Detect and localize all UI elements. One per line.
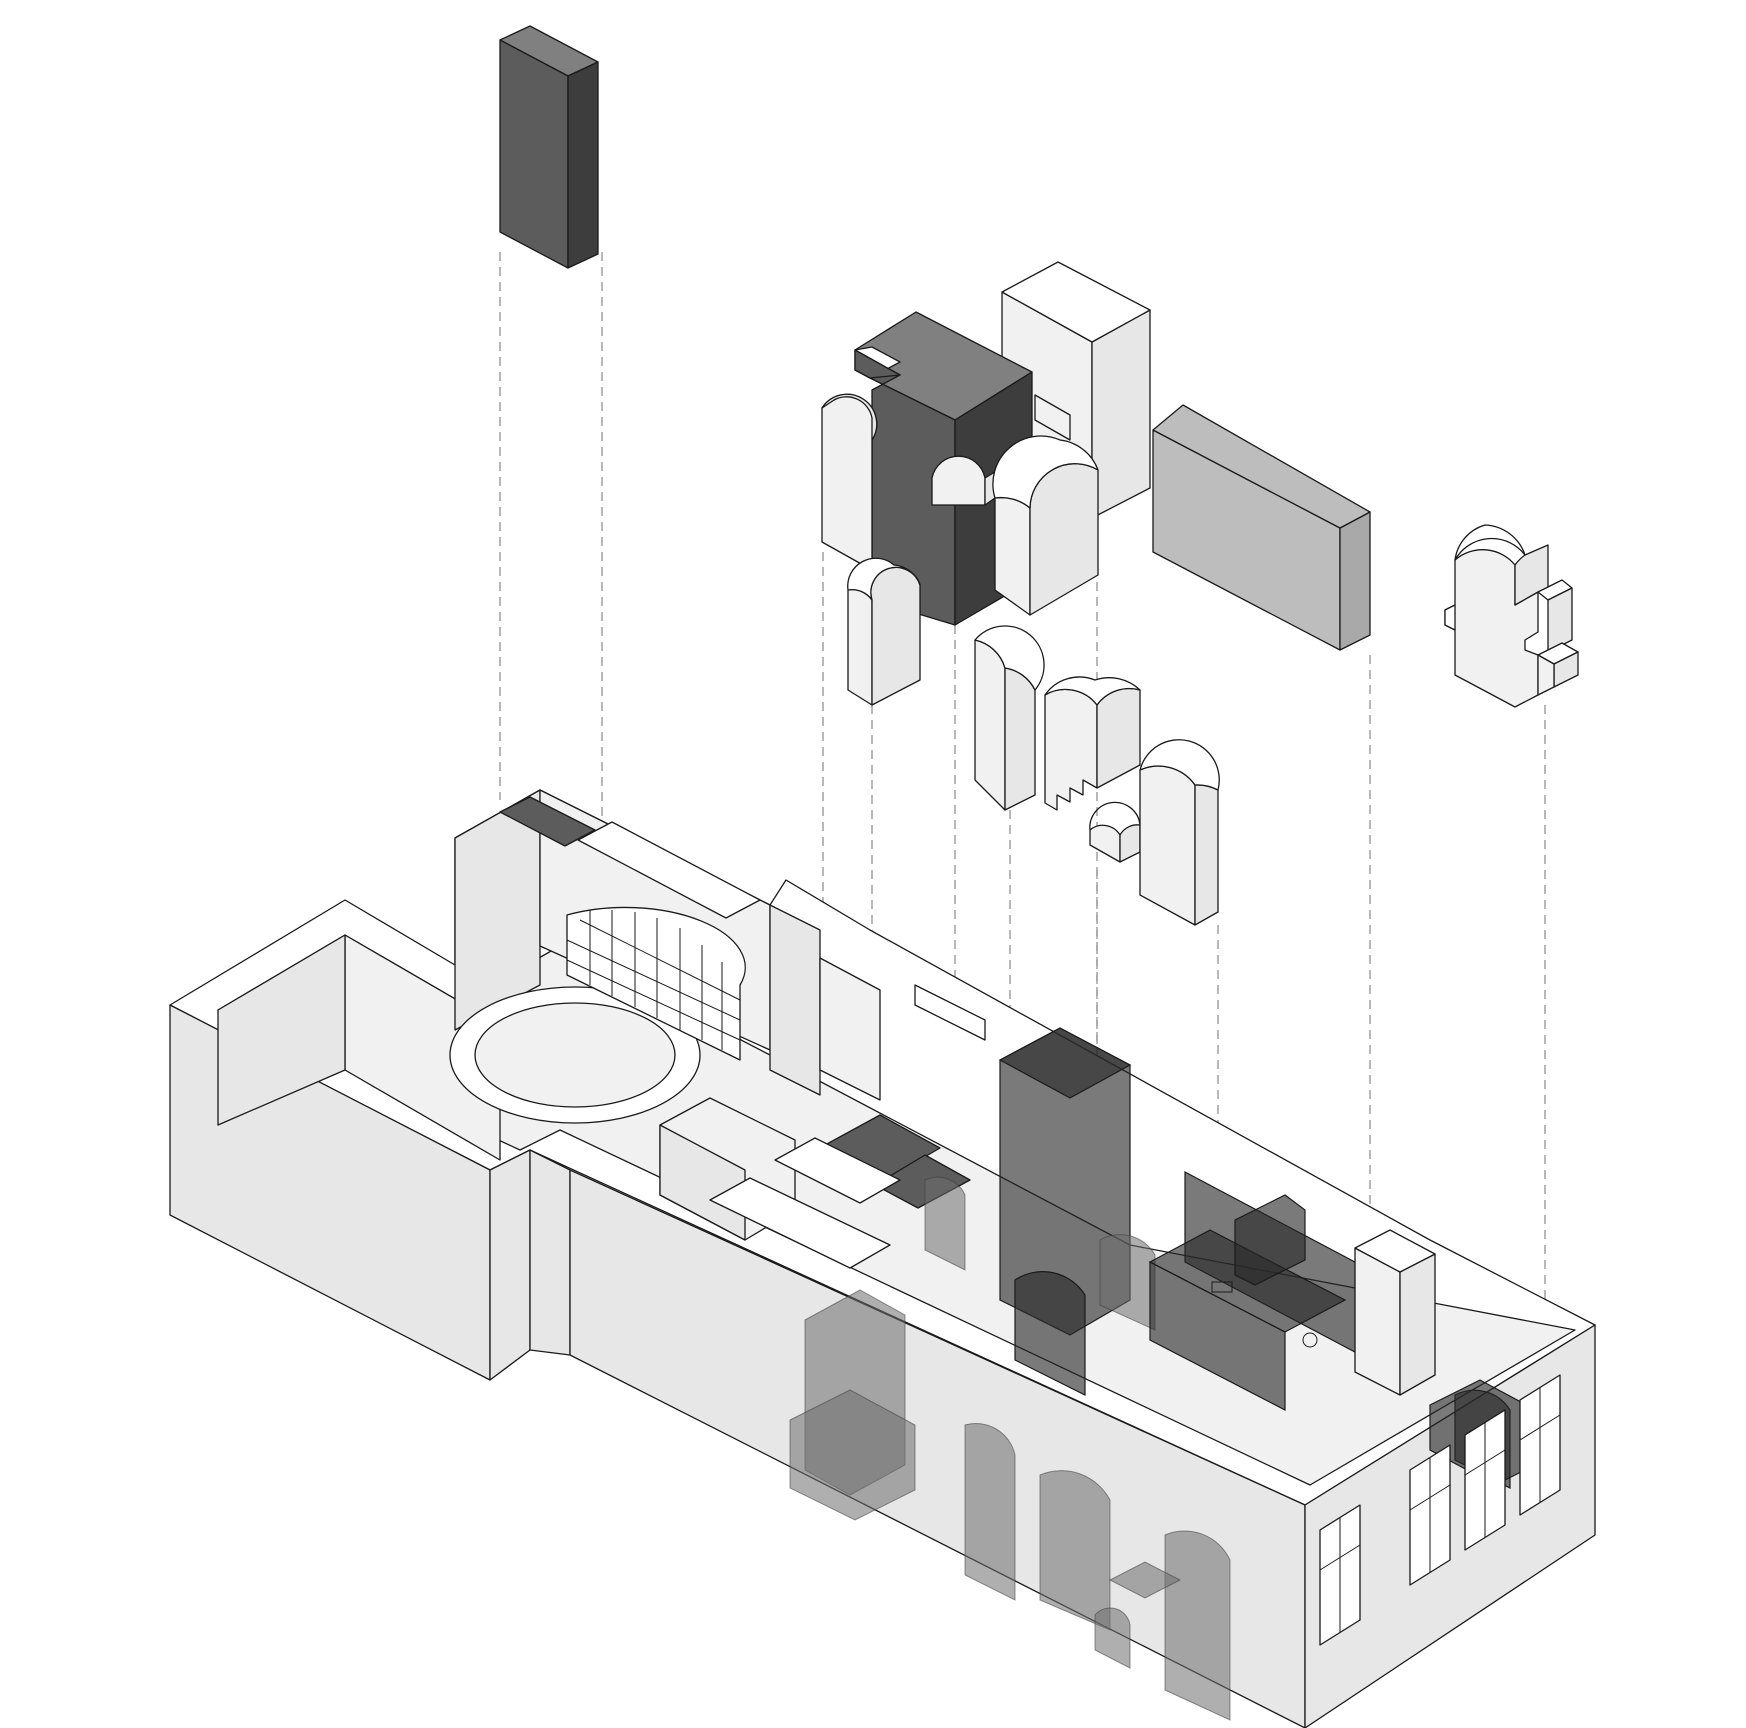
foyer-floor [474, 1002, 676, 1108]
window-mullions [1319, 1388, 1561, 1633]
arch-panel-narrow-top [974, 625, 1045, 691]
plan-wardrobe-ghost-top [998, 1027, 1132, 1099]
plan-wardrobe-top-b [874, 1154, 971, 1209]
arch-panel-small-left-side [870, 566, 921, 706]
arch-panel-tall [1139, 765, 1196, 926]
arched-window [566, 906, 746, 1061]
plan-arched-doorway [1014, 1271, 1086, 1396]
arch-panel-narrow-side [1004, 667, 1036, 811]
grey-block-side [1339, 511, 1371, 651]
column-right-face [567, 61, 599, 269]
exterior-wall-left-pier-face [529, 1149, 571, 1356]
arch-panel-small-left-top [847, 557, 921, 601]
exterior-wall-front [569, 1169, 1306, 1728]
small-arch-niche-side [1119, 824, 1141, 863]
arch-panel-stepped [1044, 688, 1098, 811]
right-wall-windows [1319, 1374, 1561, 1646]
stepped-cross-object [1444, 524, 1579, 708]
arch-panel-right-side [1029, 463, 1099, 616]
arch-panel-narrow [974, 639, 1006, 811]
tub-two [709, 1177, 891, 1269]
column-socket [499, 796, 596, 847]
niche-front [931, 455, 986, 506]
closet-opening [914, 984, 986, 1041]
ghost-arch-shelf-2 [1039, 1470, 1111, 1631]
ghost-small-niche [1094, 1607, 1131, 1669]
kitchen-upper-cabinets [1234, 1194, 1306, 1286]
back-wall-left-room-side [217, 934, 346, 1126]
kitchen-base [1149, 1261, 1286, 1411]
arch-panel-tall-side [1194, 784, 1219, 926]
small-arch-niche [1089, 824, 1121, 863]
arched-panels-upper [821, 393, 1099, 706]
tub-outline [774, 1137, 901, 1204]
ghost-arch-shelf-1 [964, 1422, 1016, 1601]
upper-light-well [577, 821, 761, 919]
right-pillar-front [1354, 1247, 1401, 1396]
circular-foyer [449, 986, 701, 1124]
ghost-cabinet-1-base [789, 1389, 916, 1521]
ghost-arch-shelf-3 [1164, 1530, 1231, 1721]
right-pillar-top [1354, 1229, 1436, 1273]
arched-window-mullions [566, 910, 741, 1050]
arch-panel-stepped-top [1044, 676, 1141, 706]
grey-cabinet-block [1152, 404, 1371, 651]
apartment-plan [169, 789, 1596, 1728]
plan-arched-doorway-right [1099, 1234, 1156, 1331]
arch-panel-tall-top [1139, 739, 1220, 791]
arch-panel-small-left [847, 588, 873, 706]
cross-left-stub [1444, 604, 1456, 631]
light-block-top [1001, 261, 1151, 343]
plan-niche-ghost [924, 1176, 966, 1271]
light-block-step [1034, 394, 1071, 441]
column-left-face [499, 39, 569, 269]
cross-arm-side [1547, 587, 1573, 653]
arch-panel-left [821, 393, 878, 571]
arch-panel-right-top [992, 435, 1099, 509]
grey-block-top [1152, 404, 1371, 529]
kitchen-sink [1211, 1281, 1233, 1293]
exterior-wall-left-pier [489, 1149, 531, 1381]
room-utility-wall [819, 957, 881, 1101]
tall-dark-column [499, 25, 599, 269]
light-block-side [1091, 309, 1151, 519]
right-pillar-side [1399, 1253, 1436, 1396]
kitchen-counter [1148, 1171, 1371, 1411]
cross-top-arch [1454, 524, 1526, 561]
cross-lower-arm-front [1537, 654, 1555, 696]
partition-hall [769, 904, 821, 1096]
ghost-bench [1108, 1561, 1182, 1599]
arch-panel-stepped-side [1096, 687, 1141, 789]
corridor-box-side [659, 1124, 746, 1241]
arch-panel-left-edge [821, 393, 878, 441]
arched-panels-middle [974, 625, 1220, 926]
wardrobe-upper-notch [854, 349, 901, 379]
front-wall-ghosts [789, 1289, 1231, 1721]
cooktop-burner [1302, 1332, 1318, 1348]
